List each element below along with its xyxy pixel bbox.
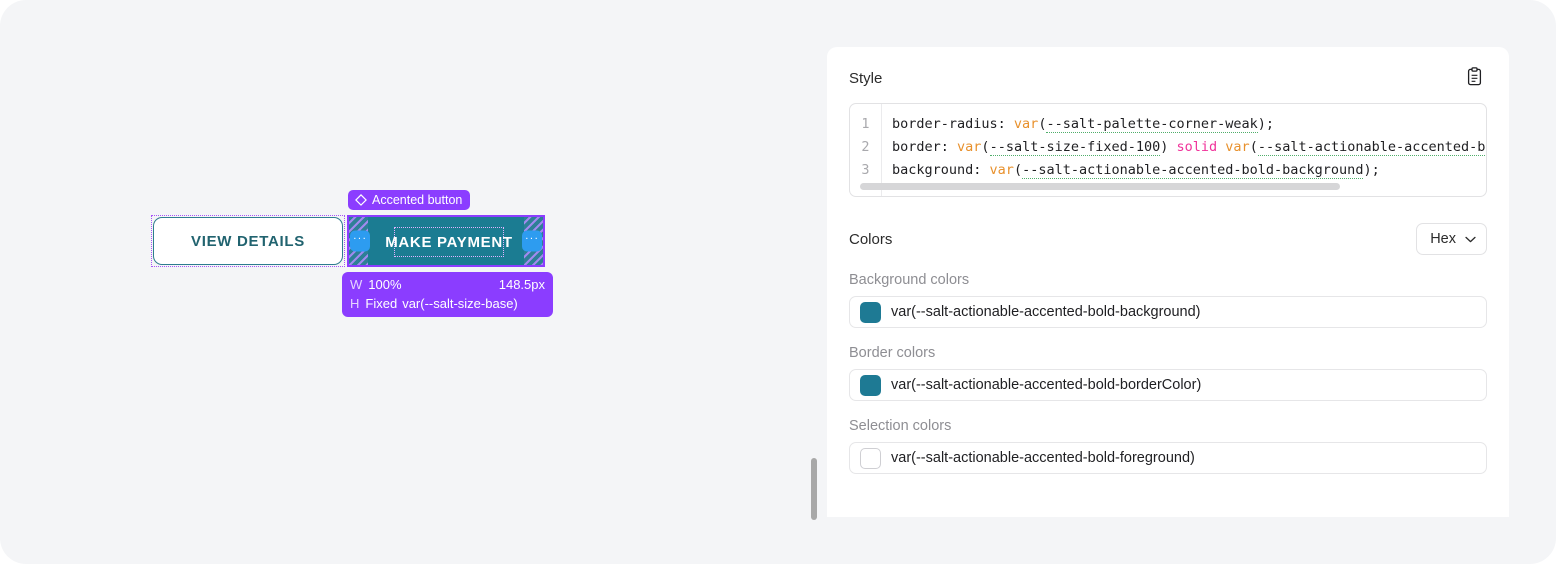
size-tooltip-height-row: H Fixed var(--salt-size-base) <box>350 294 545 313</box>
code-token-var: --salt-size-fixed-100 <box>989 139 1161 156</box>
code-token-plain: ( <box>981 139 990 155</box>
style-section-title: Style <box>849 69 883 87</box>
code-token-plain: ( <box>1249 139 1258 155</box>
padding-handle-left-label: ··· <box>353 232 367 245</box>
view-details-button-outline: VIEW DETAILS <box>151 215 345 267</box>
height-value: var(--salt-size-base) <box>402 296 518 311</box>
code-token-fn: var <box>989 162 1014 178</box>
code-token-fn: var <box>1225 139 1250 155</box>
color-token-value: var(--salt-actionable-accented-bold-fore… <box>891 450 1195 466</box>
make-payment-label: MAKE PAYMENT <box>385 233 513 251</box>
size-tooltip-width-row: W 100% 148.5px <box>350 275 545 294</box>
color-format-select[interactable]: Hex <box>1416 223 1487 255</box>
editor-code-area[interactable]: border-radius: var(--salt-palette-corner… <box>882 104 1486 196</box>
component-name-label: Accented button <box>372 192 463 207</box>
padding-handle-right[interactable]: ··· <box>522 230 542 252</box>
height-key: H <box>350 296 360 311</box>
code-token-plain: ) <box>1160 139 1177 155</box>
panel-scrollbar-thumb[interactable] <box>811 458 817 520</box>
make-payment-button[interactable]: ··· ··· MAKE PAYMENT <box>349 217 543 265</box>
code-token-plain: ( <box>1013 162 1023 178</box>
color-swatch[interactable] <box>860 447 881 469</box>
diamond-component-icon <box>355 194 367 206</box>
code-token-plain: border: <box>892 139 958 155</box>
color-token-field[interactable]: var(--salt-actionable-accented-bold-fore… <box>849 442 1487 474</box>
color-token-field[interactable]: var(--salt-actionable-accented-bold-bord… <box>849 369 1487 401</box>
color-swatch[interactable] <box>860 301 881 323</box>
editor-line-numbers: 1 2 3 <box>850 104 882 196</box>
view-details-label: VIEW DETAILS <box>191 232 305 250</box>
code-line: background: var(--salt-actionable-accent… <box>892 159 1486 182</box>
code-token-var: --salt-palette-corner-weak <box>1046 116 1258 133</box>
copy-to-clipboard-button[interactable] <box>1461 65 1487 91</box>
inspector-panel: Style 1 2 3 border-radius: var <box>827 47 1509 517</box>
code-token-plain: ); <box>1363 162 1380 178</box>
color-token-value: var(--salt-actionable-accented-bold-back… <box>891 304 1201 320</box>
color-group-label: Border colors <box>849 345 936 361</box>
width-key: W <box>350 277 363 292</box>
code-token-plain: ( <box>1038 116 1047 132</box>
make-payment-label-box: MAKE PAYMENT <box>385 227 512 257</box>
height-mode: Fixed <box>365 296 398 311</box>
code-token-plain: border-radius: <box>892 116 1014 132</box>
code-token-var: --salt-actionable-accented-bold-borderCo… <box>1257 139 1486 156</box>
size-tooltip: W 100% 148.5px H Fixed var(--salt-size-b… <box>342 272 553 317</box>
width-value: 148.5px <box>498 277 545 292</box>
editor-line-number: 2 <box>861 139 870 155</box>
code-token-kw: solid <box>1176 139 1218 155</box>
code-token-fn: var <box>957 139 982 155</box>
clipboard-icon <box>1466 67 1483 89</box>
width-mode: 100% <box>368 277 402 292</box>
code-line: border: var(--salt-size-fixed-100) solid… <box>892 136 1486 159</box>
code-token-var: --salt-actionable-accented-bold-backgrou… <box>1022 162 1364 179</box>
color-token-field[interactable]: var(--salt-actionable-accented-bold-back… <box>849 296 1487 328</box>
color-token-value: var(--salt-actionable-accented-bold-bord… <box>891 377 1202 393</box>
editor-horizontal-scrollbar[interactable] <box>860 183 1340 190</box>
padding-handle-left[interactable]: ··· <box>350 230 370 252</box>
color-swatch[interactable] <box>860 374 881 396</box>
colors-section-title: Colors <box>849 230 893 248</box>
editor-line-number: 3 <box>861 162 870 178</box>
code-token-fn: var <box>1013 116 1039 132</box>
color-format-value: Hex <box>1430 231 1456 247</box>
code-token-plain: background: <box>892 162 990 178</box>
colors-section-header: Colors Hex <box>849 223 1487 255</box>
chevron-down-icon <box>1465 231 1476 247</box>
color-groups-list: Background colors var(--salt-actionable-a… <box>849 272 1487 474</box>
padding-handle-right-label: ··· <box>525 232 539 245</box>
color-group-label: Background colors <box>849 272 970 288</box>
code-token-plain: ); <box>1257 116 1275 132</box>
component-name-badge[interactable]: Accented button <box>348 190 471 210</box>
design-canvas[interactable]: Accented button VIEW DETAILS ··· ··· <box>0 0 800 564</box>
style-section-header: Style <box>849 65 1487 91</box>
editor-line-number: 1 <box>861 116 870 132</box>
color-group-label: Selection colors <box>849 418 952 434</box>
code-line: border-radius: var(--salt-palette-corner… <box>892 113 1486 136</box>
make-payment-button-selection[interactable]: ··· ··· MAKE PAYMENT <box>347 215 545 267</box>
view-details-button[interactable]: VIEW DETAILS <box>153 217 343 265</box>
